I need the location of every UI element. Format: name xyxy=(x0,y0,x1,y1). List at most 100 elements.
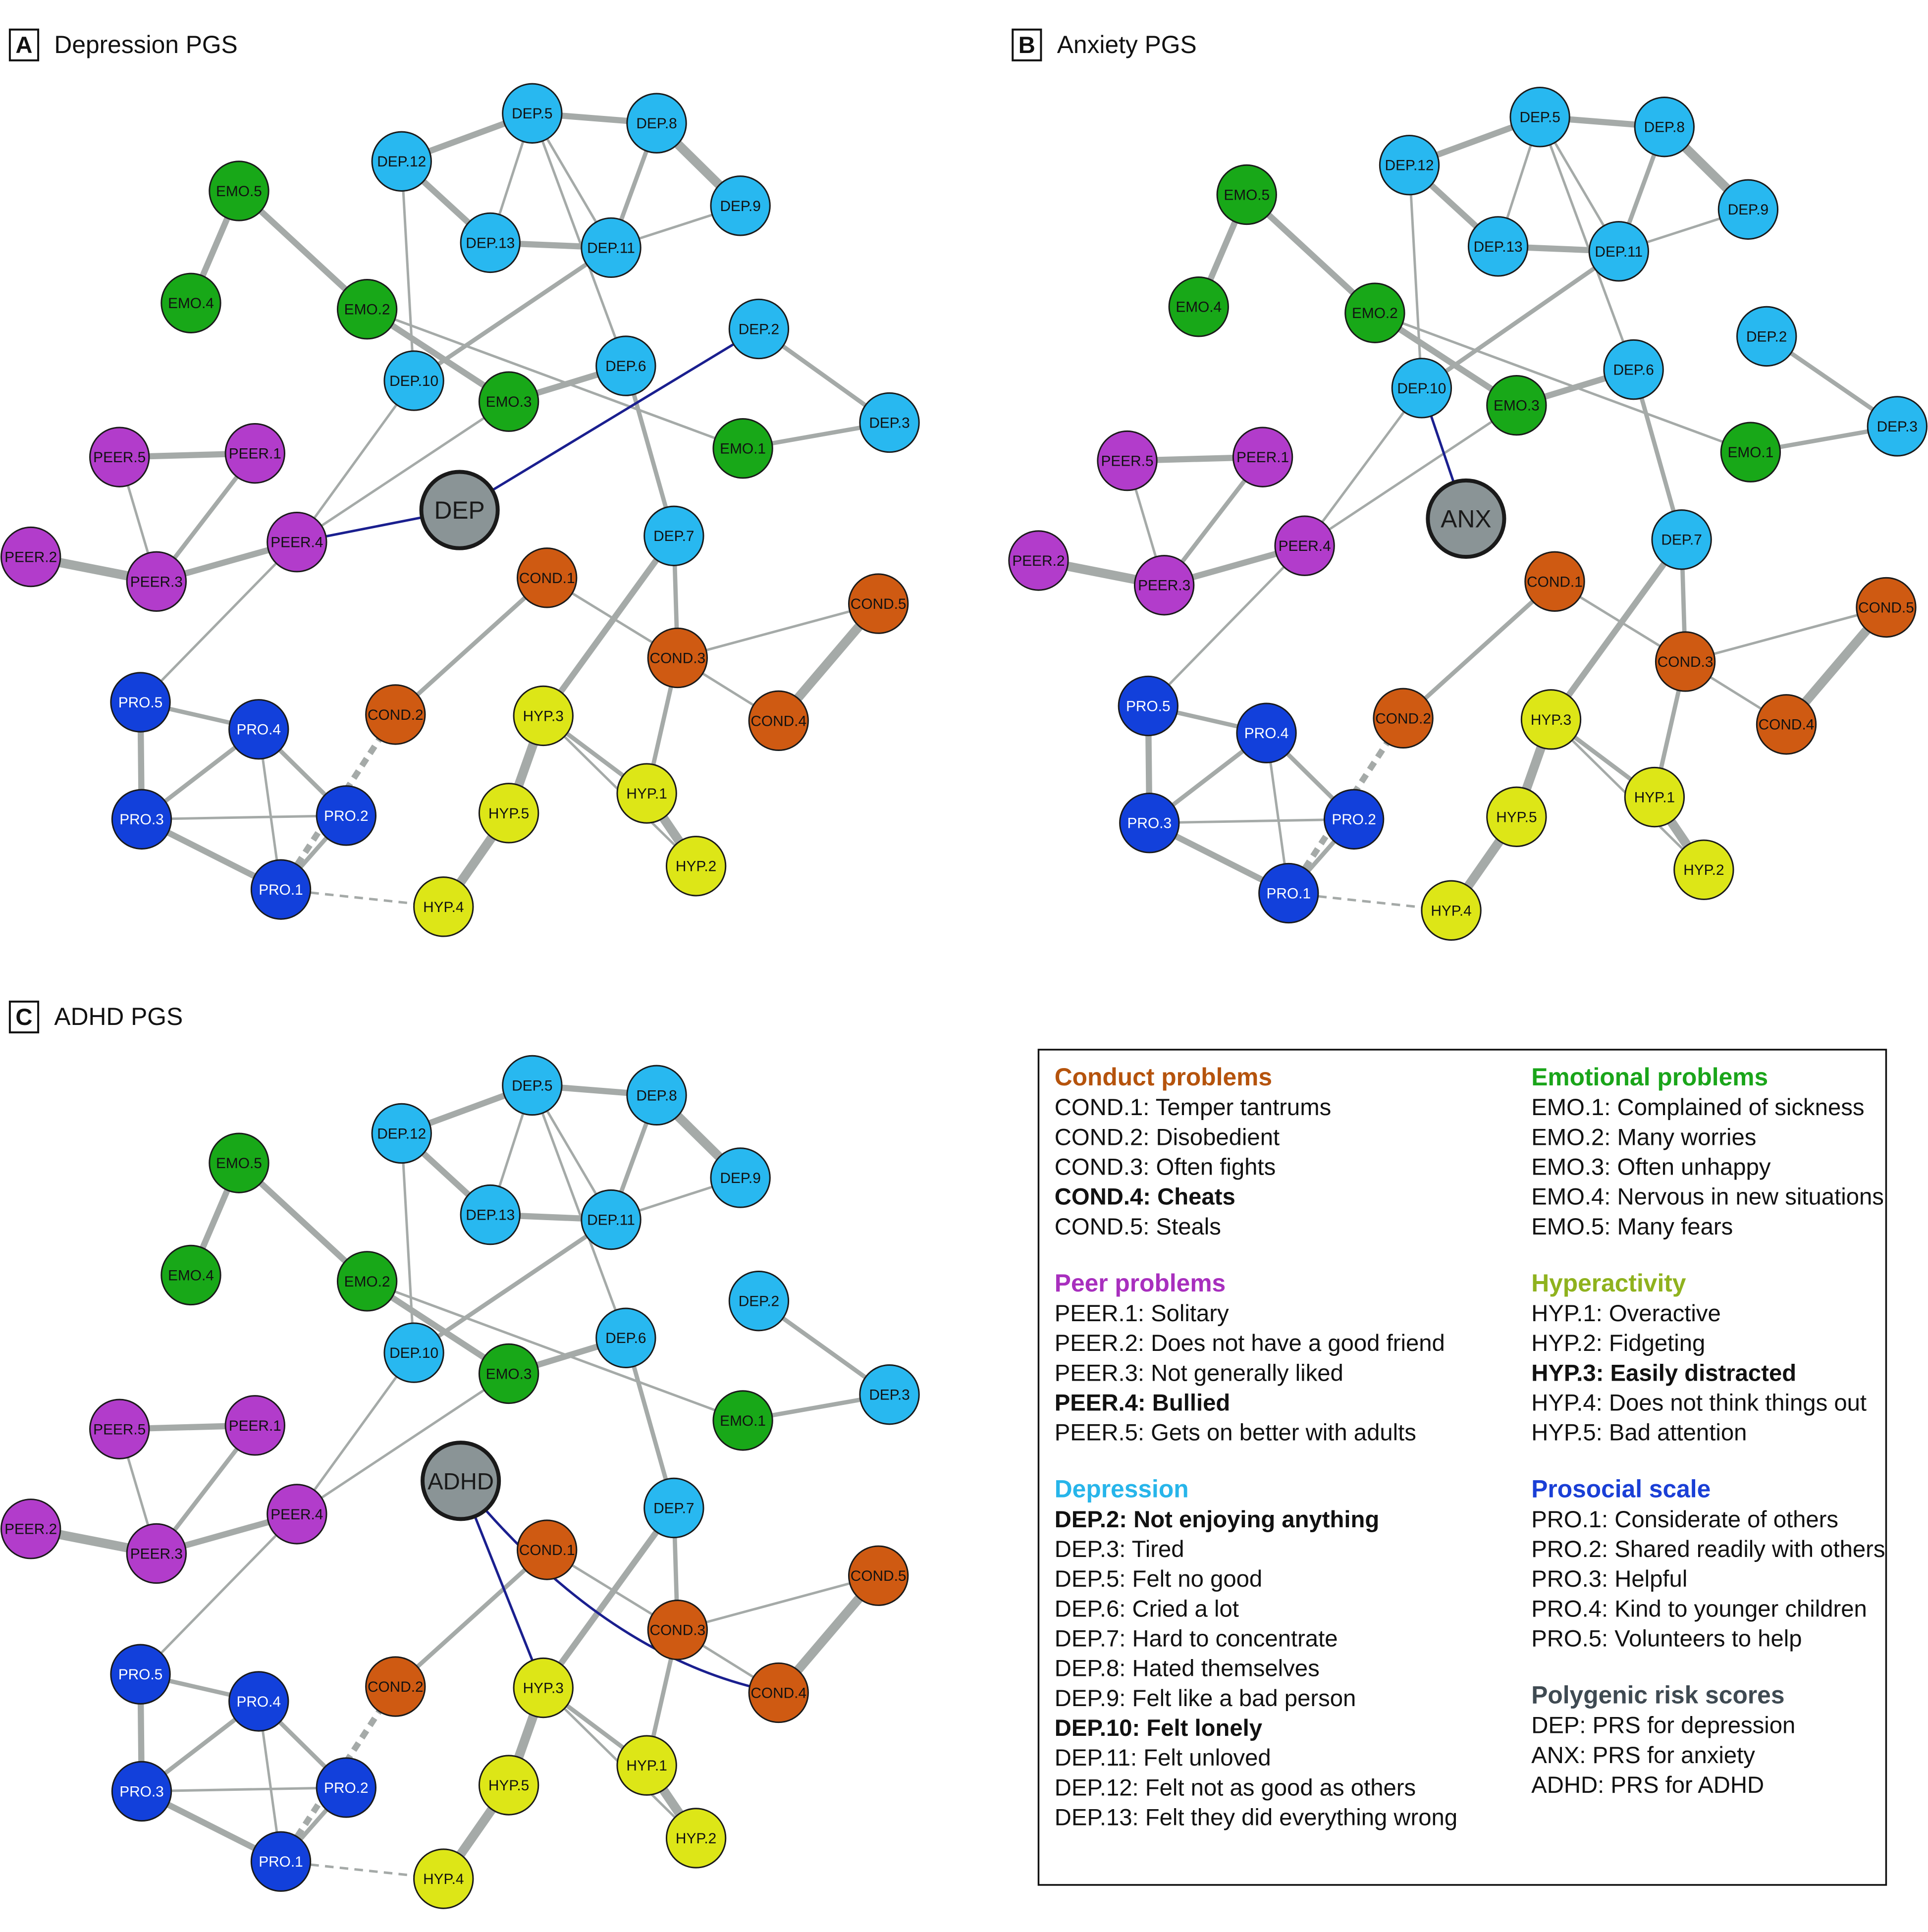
node-dep-2: DEP.2 xyxy=(728,1270,790,1332)
node-hyp-1: HYP.1 xyxy=(616,763,677,824)
legend-heading: Hyperactivity xyxy=(1531,1269,1686,1297)
edge-peer4-pro5 xyxy=(139,1513,298,1675)
node-circle xyxy=(647,627,708,689)
node-cond-3: COND.3 xyxy=(647,1599,708,1661)
edge-dep7-hyp3 xyxy=(540,1506,677,1690)
node-circle xyxy=(643,1477,704,1539)
edge-dep12-dep10 xyxy=(400,161,416,381)
edge-cond3-cond5 xyxy=(677,1574,879,1631)
node-label: DEP.2 xyxy=(739,1293,779,1310)
legend-item: DEP.9: Felt like a bad person xyxy=(1055,1685,1356,1712)
pgs-node-circle xyxy=(421,1441,501,1521)
node-circle xyxy=(371,1103,432,1164)
node-dep-11: DEP.11 xyxy=(581,1189,642,1250)
node-label: COND.2 xyxy=(368,707,424,723)
edge-dep12-dep10 xyxy=(400,1133,416,1353)
node-label: DEP.13 xyxy=(466,235,515,251)
node-label: PEER.1 xyxy=(1236,449,1289,466)
node-circle xyxy=(1323,789,1385,850)
node-dep-9: DEP.9 xyxy=(710,175,771,236)
node-circle xyxy=(1736,306,1797,367)
node-pro-1: PRO.1 xyxy=(250,859,312,920)
node-peer-3: PEER.3 xyxy=(126,1523,187,1584)
node-label: HYP.2 xyxy=(676,1830,716,1847)
edge-emo3-peer4 xyxy=(1304,404,1517,547)
legend-item: DEP.12: Felt not as good as others xyxy=(1055,1774,1416,1801)
pgs-node: ANX xyxy=(1426,478,1506,559)
node-circle xyxy=(89,1398,150,1459)
node-circle xyxy=(224,1395,285,1456)
node-label: DEP.10 xyxy=(389,373,438,389)
node-cond-4: COND.4 xyxy=(748,1662,809,1723)
pgs-node-circle xyxy=(419,470,500,550)
legend-item: PEER.1: Solitary xyxy=(1055,1300,1229,1327)
node-label: DEP.7 xyxy=(653,528,694,544)
node-dep-2: DEP.2 xyxy=(728,298,790,360)
node-peer-4: PEER.4 xyxy=(267,512,327,573)
node-circle xyxy=(383,1322,444,1383)
node-circle xyxy=(316,785,376,846)
node-hyp-3: HYP.3 xyxy=(513,1657,574,1718)
node-label: HYP.3 xyxy=(523,708,564,724)
node-circle xyxy=(1008,530,1069,591)
node-dep-6: DEP.6 xyxy=(1603,339,1664,400)
node-label: PEER.5 xyxy=(93,449,146,466)
node-label: HYP.4 xyxy=(423,1871,464,1887)
node-label: PRO.5 xyxy=(118,1666,163,1683)
node-circle xyxy=(1524,551,1585,612)
panel-title: Depression PGS xyxy=(54,31,237,58)
legend-item: COND.5: Steals xyxy=(1055,1214,1221,1240)
node-circle xyxy=(478,783,539,844)
node-cond-5: COND.5 xyxy=(848,573,909,634)
node-circle xyxy=(413,876,474,937)
node-circle xyxy=(1867,396,1928,457)
node-hyp-1: HYP.1 xyxy=(616,1735,677,1796)
legend-item: PEER.4: Bullied xyxy=(1055,1390,1230,1416)
node-circle xyxy=(0,526,61,588)
node-circle xyxy=(513,685,574,747)
node-dep-8: DEP.8 xyxy=(626,1065,687,1126)
node-label: EMO.5 xyxy=(216,183,262,200)
node-circle xyxy=(728,298,790,360)
node-circle xyxy=(647,1599,708,1661)
panel-title: Anxiety PGS xyxy=(1057,31,1197,58)
panel-tag-box xyxy=(8,28,40,61)
legend-item: DEP: PRS for depression xyxy=(1531,1713,1795,1739)
panel-tag: B xyxy=(1018,32,1035,58)
panel-tag-box xyxy=(1012,28,1042,61)
node-label: DEP.5 xyxy=(512,106,552,122)
node-label: DEP.11 xyxy=(587,1212,635,1228)
node-circle xyxy=(748,1662,809,1723)
panel-tag: A xyxy=(15,32,32,58)
node-circle xyxy=(712,418,773,479)
node-circle xyxy=(365,1656,426,1717)
node-emo-2: EMO.2 xyxy=(1344,282,1405,343)
node-circle xyxy=(336,1251,398,1312)
node-label: DEP.10 xyxy=(389,1345,438,1361)
node-emo-4: EMO.4 xyxy=(161,272,221,333)
node-circle xyxy=(228,1671,289,1732)
node-label: HYP.1 xyxy=(626,786,667,802)
node-circle xyxy=(1651,509,1712,570)
node-cond-1: COND.1 xyxy=(517,1519,578,1580)
node-circle xyxy=(1391,358,1452,419)
node-circle xyxy=(517,547,578,608)
edge-dep10-peer4 xyxy=(1303,387,1423,547)
node-circle xyxy=(250,1831,312,1892)
node-circle xyxy=(1236,702,1297,763)
node-circle xyxy=(616,763,677,824)
node-label: DEP.9 xyxy=(720,1170,760,1186)
pgs-node-circle xyxy=(1426,478,1506,559)
legend-heading: Polygenic risk scores xyxy=(1531,1681,1784,1709)
node-dep-12: DEP.12 xyxy=(371,1103,432,1164)
node-emo-5: EMO.5 xyxy=(209,1132,269,1193)
node-circle xyxy=(1232,427,1293,487)
node-cond-5: COND.5 xyxy=(1856,577,1917,638)
node-label: EMO.4 xyxy=(168,1267,214,1284)
node-label: COND.5 xyxy=(851,1568,907,1584)
node-emo-5: EMO.5 xyxy=(1216,164,1277,225)
edge-cond1-cond2 xyxy=(1401,580,1556,720)
node-label: DEP.9 xyxy=(1728,202,1768,218)
